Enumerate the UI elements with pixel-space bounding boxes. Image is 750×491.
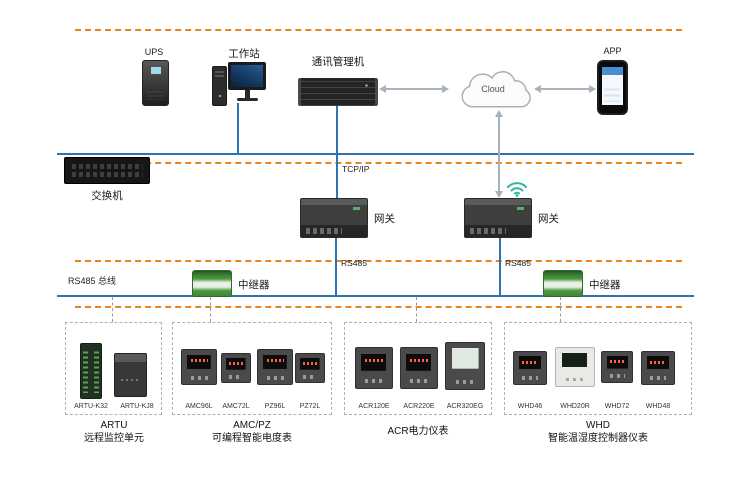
device-acr220e [400, 347, 438, 389]
gateway-right-rs485-link [499, 238, 501, 297]
caption-line: 远程监控单元 [84, 433, 144, 444]
device-whd46 [513, 351, 547, 385]
drop-line-whd [560, 297, 561, 322]
ups-device [142, 60, 169, 106]
device-label: ARTU-K32 [74, 403, 108, 410]
repeater-right-label: 中继器 [589, 279, 621, 291]
repeater-left-device [192, 270, 232, 297]
group-caption-whd: WHD 智能温湿度控制器仪表 [528, 419, 668, 445]
cloud-icon [461, 70, 531, 108]
device-group-artu: ARTU-K32 ARTU-KJ8 [65, 322, 162, 415]
drop-line-artu [112, 297, 113, 322]
device-acr320eg [445, 342, 485, 390]
tcpip-label: TCP/IP [342, 164, 370, 174]
device-label: WHD72 [604, 403, 630, 410]
workstation-monitor [228, 62, 266, 90]
gateway-right-label: 网关 [538, 213, 559, 225]
gateway-left-label: 网关 [374, 213, 395, 225]
device-label: ACR120E [358, 403, 390, 410]
device-label: PZ72L [299, 403, 321, 410]
device-group-amc-pz: AMC96L AMC72L PZ96L PZ72L [172, 322, 332, 415]
device-pz96l [257, 349, 293, 385]
workstation-ethernet-link [237, 103, 239, 153]
caption-line: AMC/PZ [233, 420, 271, 431]
server-cloud-arrow [379, 85, 449, 93]
server-gateway-link [336, 106, 338, 198]
group-caption-acr: ACR电力仪表 [348, 425, 488, 438]
device-group-whd: WHD46 WHD20R WHD72 WHD48 [504, 322, 692, 415]
rs485-bus-line [57, 295, 694, 297]
caption-line: WHD [586, 420, 610, 431]
device-label: WHD20R [560, 403, 590, 410]
device-label: AMC72L [222, 403, 250, 410]
monitor-stand [245, 90, 250, 98]
workstation-label: 工作站 [228, 48, 260, 60]
device-whd20r [555, 347, 595, 387]
drop-line-acr [416, 297, 417, 322]
device-label: WHD48 [645, 403, 671, 410]
device-label: ACR220E [403, 403, 435, 410]
caption-line: 可编程智能电度表 [212, 433, 292, 444]
device-pz72l [295, 353, 325, 383]
tier-divider-line-2 [75, 162, 682, 164]
device-group-acr: ACR120E ACR220E ACR320EG [344, 322, 492, 415]
tier-divider-line-3 [75, 260, 682, 262]
repeater-left-label: 中继器 [238, 279, 270, 291]
rs485-bus-label: RS485 总线 [68, 276, 117, 286]
cloud-label: Cloud [481, 84, 505, 94]
device-label: ACR320EG [446, 403, 484, 410]
caption-line: 智能温湿度控制器仪表 [548, 433, 648, 444]
comm-server-device [298, 78, 378, 106]
device-whd48 [641, 351, 675, 385]
tier-divider-line-1 [75, 29, 682, 31]
gateway-left-rs485-link [335, 238, 337, 297]
comm-server-label: 通讯管理机 [311, 56, 365, 68]
workstation-tower [212, 66, 227, 106]
gateway-left-device [300, 198, 368, 238]
device-artu-kj8 [114, 353, 147, 397]
device-amc96l [181, 349, 217, 385]
device-label: PZ96L [264, 403, 286, 410]
device-label: AMC96L [185, 403, 213, 410]
device-whd72 [601, 351, 633, 383]
wifi-icon [507, 182, 527, 197]
caption-line: ARTU [100, 420, 128, 431]
switch-label: 交换机 [91, 190, 123, 202]
device-acr120e [355, 347, 393, 389]
ethernet-bus-line [57, 153, 694, 155]
cloud-app-arrow [534, 85, 596, 93]
repeater-right-device [543, 270, 583, 297]
ups-label: UPS [144, 47, 164, 57]
device-label: ARTU-KJ8 [120, 403, 154, 410]
app-label: APP [603, 46, 622, 56]
group-caption-artu: ARTU 远程监控单元 [44, 419, 184, 445]
monitor-base [237, 98, 258, 101]
rs485-right-label: RS485 [505, 258, 531, 268]
group-caption-amc-pz: AMC/PZ 可编程智能电度表 [182, 419, 322, 445]
rs485-left-label: RS485 [341, 258, 367, 268]
device-artu-k32 [80, 343, 102, 399]
phone-screen [602, 67, 623, 105]
device-label: WHD46 [517, 403, 543, 410]
switch-device [64, 157, 150, 184]
cloud-gateway-arrow [495, 110, 503, 198]
caption-line: ACR电力仪表 [387, 426, 449, 437]
drop-line-amc [210, 297, 211, 322]
gateway-right-device [464, 198, 532, 238]
device-amc72l [221, 353, 251, 383]
tier-divider-line-4 [75, 306, 682, 308]
app-phone-device [597, 60, 628, 115]
